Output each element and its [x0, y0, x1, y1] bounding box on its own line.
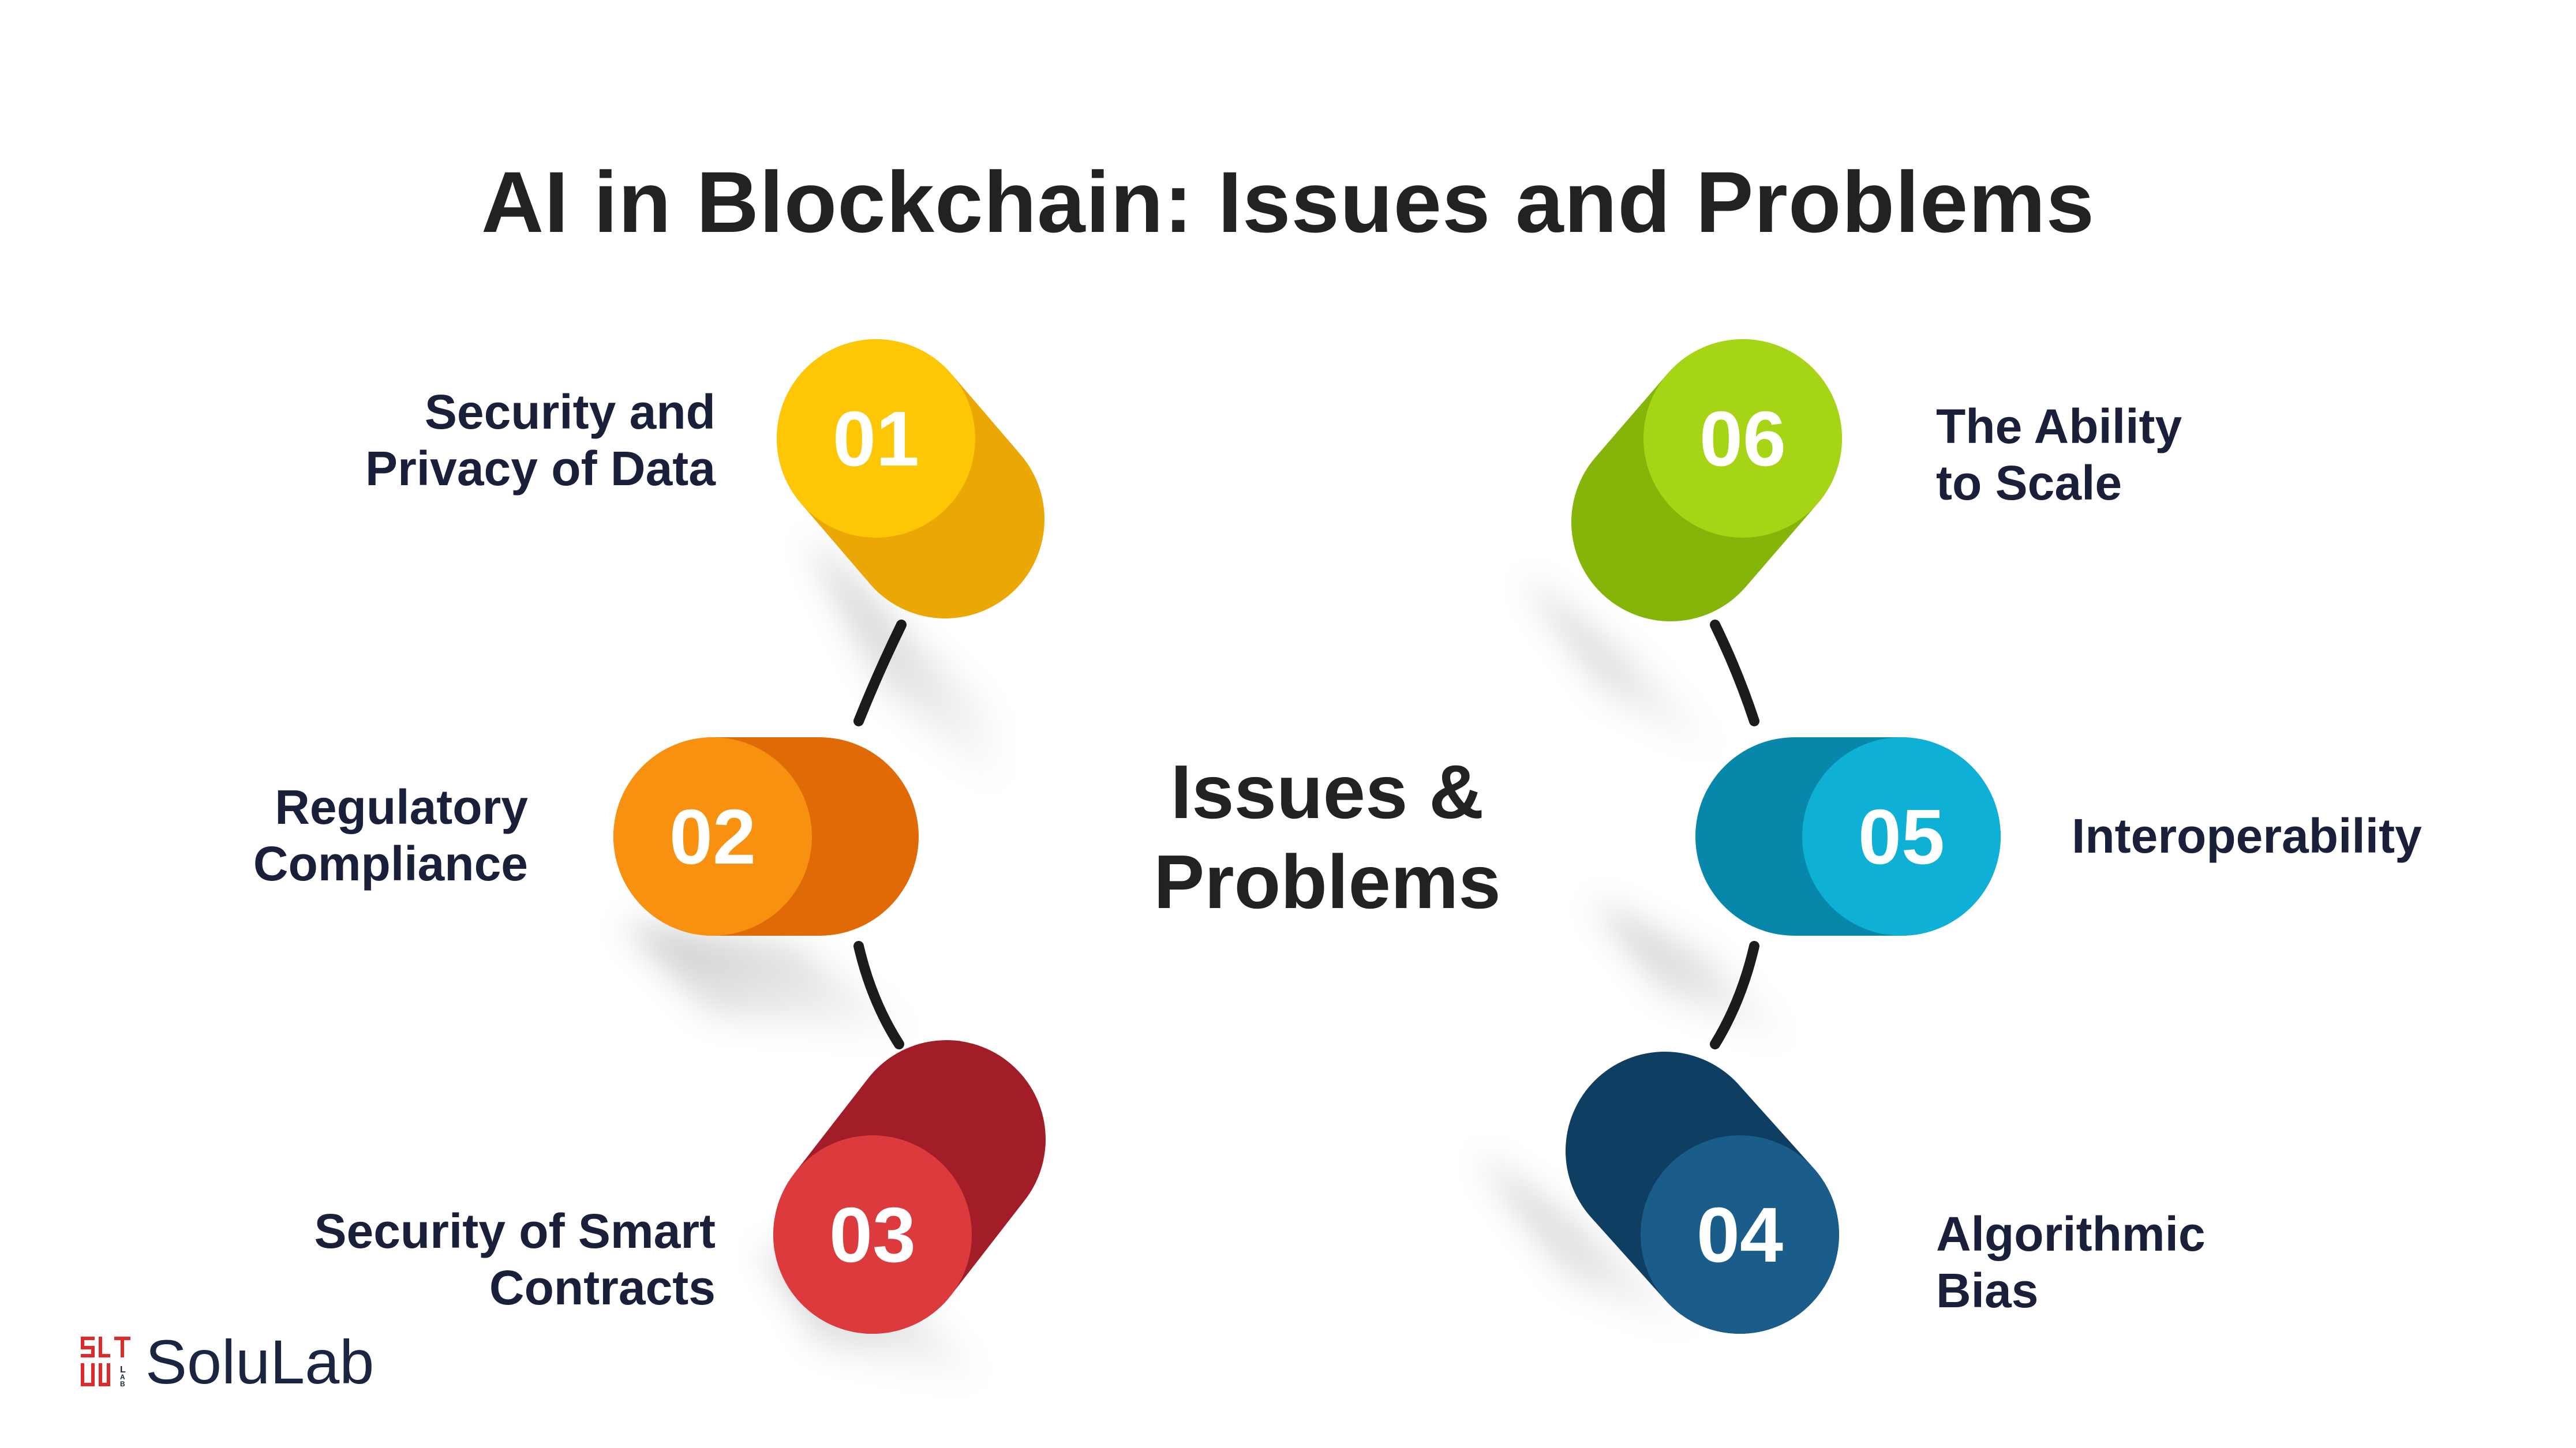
svg-text:A: A	[120, 1373, 125, 1381]
arc-06-05	[1710, 620, 1759, 726]
cylinder-01-shadow	[808, 537, 1004, 796]
label-05: Interoperability	[2072, 809, 2422, 863]
number-04: 04	[1697, 1191, 1783, 1278]
cylinder-01-front	[777, 339, 975, 538]
label-06: The Ability to Scale	[1936, 399, 2182, 511]
cylinder-01: 01	[777, 339, 1044, 796]
logo-text: SoluLab	[145, 1326, 375, 1397]
center-label: Issues & Problems	[1154, 749, 1501, 924]
label-04: Algorithmic Bias	[1936, 1207, 2206, 1318]
cylinder-06-front	[1643, 339, 1842, 538]
solulab-logo-mark: L A B	[81, 1337, 130, 1386]
number-01: 01	[833, 395, 919, 482]
number-06: 06	[1699, 395, 1786, 482]
solulab-logo: L A B SoluLab	[81, 1326, 375, 1397]
cylinder-05-front	[1802, 737, 2001, 936]
cylinder-04-front	[1641, 1135, 1839, 1334]
label-01: Security and Privacy of Data	[365, 385, 716, 496]
cylinder-03-front	[773, 1135, 972, 1334]
page-title: AI in Blockchain: Issues and Problems	[481, 153, 2095, 250]
svg-text:B: B	[120, 1380, 125, 1386]
label-03: Security of Smart Contracts	[314, 1204, 716, 1315]
cylinder-06: 06	[1523, 339, 1842, 761]
cylinder-04: 04	[1477, 1052, 1839, 1338]
number-05: 05	[1858, 793, 1945, 880]
cylinder-02: 02	[613, 737, 923, 1038]
cylinder-02-shadow	[623, 923, 923, 1038]
cylinder-03: 03	[762, 1040, 1046, 1385]
cylinder-05: 05	[1593, 737, 2001, 1050]
svg-text:L: L	[120, 1365, 126, 1375]
cylinder-05-shadow	[1593, 900, 1800, 1050]
cylinder-04-shadow	[1477, 1154, 1708, 1338]
number-03: 03	[829, 1191, 916, 1278]
number-02: 02	[669, 793, 756, 880]
cylinder-06-shadow	[1523, 577, 1731, 761]
cylinder-02-front	[613, 737, 812, 936]
label-02: Regulatory Compliance	[253, 780, 528, 891]
